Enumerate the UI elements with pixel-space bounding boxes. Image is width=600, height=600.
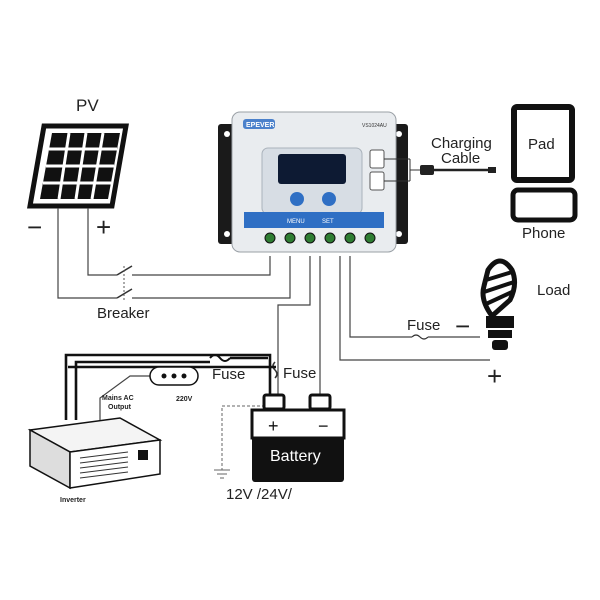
inverter-wires [64,353,278,420]
phone-label: Phone [522,225,565,242]
controller-brand-text: EPEVER [246,122,274,129]
battery-label: Battery [270,448,321,465]
controller-model: VS1024AU [362,123,387,129]
battery-icon [250,393,346,482]
mains-ac-output-line2: Output [108,404,132,411]
controller-menu-label: MENU [287,219,305,225]
pv-label: PV [76,96,99,115]
load-label: Load [537,282,570,299]
battery-wires [277,256,321,395]
load-minus-sign: − [455,311,470,341]
solar-panel-icon [27,123,129,209]
tablet-icon [511,104,575,183]
charge-controller [218,111,408,253]
battery-voltage-label: 12V /24V/ [226,486,293,503]
breaker-label: Breaker [97,305,150,322]
inverter-icon [27,417,163,490]
ground-icon [214,405,270,479]
fuse-inverter-label: Fuse [212,366,245,383]
controller-set-label: SET [322,219,334,225]
phone-icon [510,187,578,223]
pv-minus-sign: − [27,212,42,242]
mains-ac-output-line1: Mains AC [102,395,134,402]
ac-outlet-icon [149,366,199,386]
battery-plus-sign: + [268,416,279,436]
light-bulb-icon [480,258,518,350]
charging-cable-label-line2: Cable [441,150,480,167]
pv-plus-sign: + [96,212,111,242]
inverter-label: Inverter [60,497,86,504]
charging-cable-label-line1: Charging [431,135,492,152]
fuse-load-label: Fuse [407,317,440,334]
pad-label: Pad [528,136,555,153]
load-wires [339,256,490,361]
charging-cable [384,158,496,182]
pv-wires [57,208,291,300]
battery-minus-sign: − [318,416,329,436]
fuse-battery-label: Fuse [283,365,316,382]
voltage-220-label: 220V [176,396,193,403]
load-plus-sign: + [487,361,502,391]
